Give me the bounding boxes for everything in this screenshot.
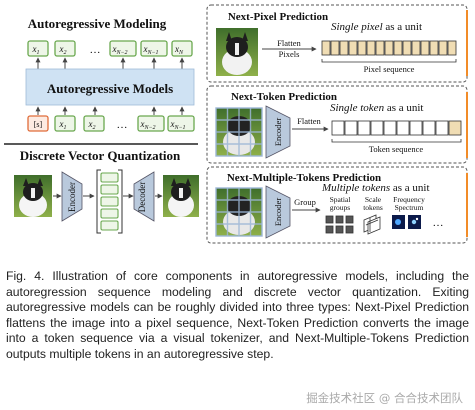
svg-text:xN−1: xN−1 — [169, 119, 185, 131]
input-token: x1 — [54, 115, 76, 132]
group-type-line1: Spatial — [330, 195, 351, 204]
token-encoder: Encoder — [265, 105, 291, 159]
ellipsis: … — [90, 44, 101, 56]
group-type-line1: Frequency — [393, 195, 425, 204]
flatten-pixels-label-2: Pixels — [279, 49, 300, 59]
input-token: x2 — [83, 115, 105, 132]
input-tokens-row: [s] x1 x2 … xN−2 xN−1 — [27, 115, 195, 132]
token-subscript: 1 — [64, 125, 67, 131]
token-sequence — [331, 120, 462, 136]
svg-text:x1: x1 — [32, 44, 40, 56]
token-letter: x — [88, 119, 93, 129]
pixel-sequence-label: Pixel sequence — [364, 64, 415, 74]
dvq-encoder: Encoder — [61, 171, 83, 222]
dvq-decoder: Decoder — [133, 171, 155, 222]
svg-text:xN−2: xN−2 — [139, 119, 155, 131]
token-sequence-label: Token sequence — [369, 144, 424, 154]
flatten-pixels-label-1: Flatten — [277, 38, 301, 48]
token-letter: x — [111, 44, 116, 54]
token-grid-image — [215, 107, 263, 157]
ellipsis: … — [433, 217, 444, 229]
start-token-label: [s] — [34, 120, 43, 129]
token-subscript: N−1 — [146, 50, 158, 56]
output-token: x2 — [54, 40, 76, 57]
up-arrows-bottom — [35, 106, 185, 115]
pixel-sequence — [321, 40, 457, 56]
scale-tokens-icon — [363, 214, 381, 235]
unit-rest: as a unit — [390, 182, 429, 194]
autoregressive-models-label: Autoregressive Models — [47, 81, 173, 96]
encoder-label: Encoder — [273, 118, 283, 146]
frequency-spectrum-icon — [392, 215, 421, 229]
output-tokens-row: x1 x2 … xN−2 xN−1 xN — [27, 40, 193, 57]
token-subscript: 1 — [37, 50, 40, 56]
input-token: xN−1 — [167, 115, 195, 132]
orange-edge — [466, 173, 468, 237]
figure-caption: Fig. 4. Illustration of core components … — [6, 269, 469, 361]
output-token: xN — [171, 40, 193, 57]
unit-emphasis: Multiple tokens — [321, 182, 390, 194]
figure-diagram: Autoregressive Modeling x1 x2 … xN−2 xN−… — [4, 4, 468, 244]
encoder-label: Encoder — [67, 182, 77, 212]
up-arrows-top — [35, 57, 185, 69]
pixel-dog-image — [216, 28, 258, 76]
token-subscript: N — [178, 50, 184, 56]
dvq-title: Discrete Vector Quantization — [20, 148, 181, 163]
output-token: xN−1 — [140, 40, 168, 57]
svg-text:x1: x1 — [59, 119, 67, 131]
token-subscript: 2 — [93, 125, 96, 131]
orange-edge — [466, 10, 468, 76]
single-token-unit: Single token as a unit — [330, 102, 424, 114]
group-type-line2: groups — [330, 203, 350, 212]
multiple-tokens-unit: Multiple tokens as a unit — [321, 182, 430, 194]
token-letter: x — [59, 44, 64, 54]
dog-image-input — [14, 175, 52, 217]
token-letter: x — [169, 119, 174, 129]
token-subscript: N−2 — [143, 125, 155, 131]
token-letter: x — [139, 119, 144, 129]
codebook-tokens — [96, 169, 123, 234]
spatial-groups-icon — [325, 215, 354, 234]
token-letter: x — [142, 44, 147, 54]
token-letter: x — [174, 44, 179, 54]
output-token: xN−2 — [109, 40, 137, 57]
unit-rest: as a unit — [383, 21, 422, 33]
svg-text:xN: xN — [174, 44, 184, 56]
flatten-label: Flatten — [297, 116, 321, 126]
token-subscript: N−1 — [173, 125, 185, 131]
orange-edge — [466, 92, 468, 158]
group-type-line2: Spectrum — [395, 203, 424, 212]
ar-modeling-title: Autoregressive Modeling — [28, 16, 167, 31]
next-token-title: Next-Token Prediction — [231, 91, 337, 103]
svg-text:xN−2: xN−2 — [111, 44, 127, 56]
encoder-label: Encoder — [273, 198, 283, 226]
group-type-line2: tokens — [363, 203, 383, 212]
multi-token-grid-image — [215, 187, 263, 237]
decoder-label: Decoder — [137, 182, 147, 212]
token-subscript: N−2 — [115, 50, 127, 56]
ellipsis: … — [117, 119, 128, 131]
next-pixel-title: Next-Pixel Prediction — [228, 11, 328, 23]
group-type-line1: Scale — [365, 195, 382, 204]
token-letter: x — [32, 44, 37, 54]
token-subscript: 2 — [64, 50, 67, 56]
svg-text:x2: x2 — [59, 44, 67, 56]
autoregressive-models-box — [25, 68, 195, 106]
start-token: [s] — [27, 115, 49, 132]
unit-rest: as a unit — [384, 102, 423, 114]
output-token: x1 — [27, 40, 49, 57]
unit-emphasis: Single token — [330, 102, 385, 114]
svg-text:x2: x2 — [88, 119, 96, 131]
multi-encoder: Encoder — [265, 185, 291, 239]
watermark: 掘金技术社区 @ 合合技术团队 — [306, 391, 463, 405]
token-letter: x — [59, 119, 64, 129]
unit-emphasis: Single pixel — [331, 21, 383, 33]
next-multiple-tokens-title: Next-Multiple-Tokens Prediction — [227, 172, 381, 184]
dog-image-output — [163, 175, 199, 217]
group-label: Group — [294, 197, 316, 207]
svg-text:xN−1: xN−1 — [142, 44, 158, 56]
input-token: xN−2 — [137, 115, 165, 132]
single-pixel-unit: Single pixel as a unit — [331, 21, 422, 33]
